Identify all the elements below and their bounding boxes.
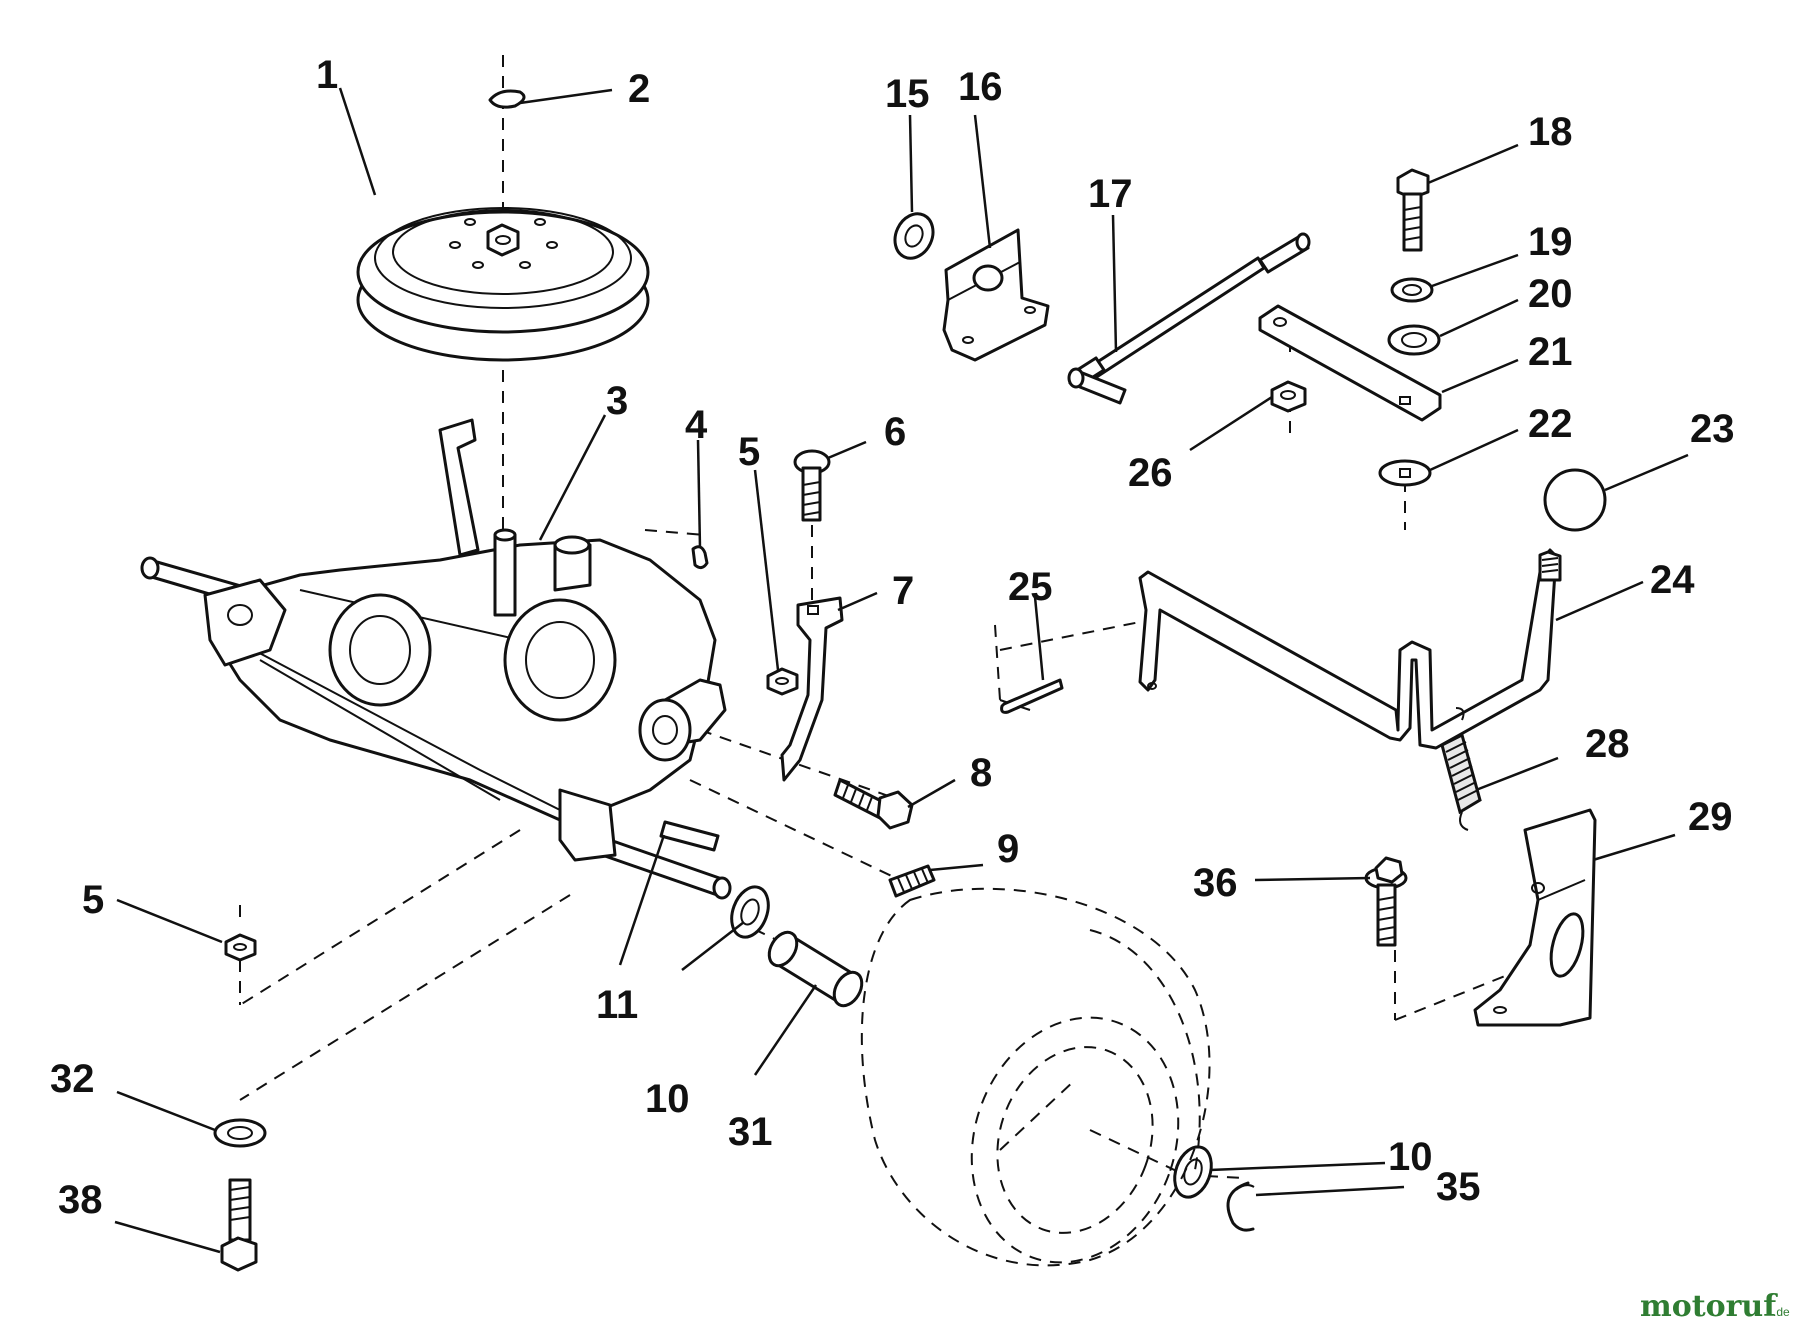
label-part-18: 18 — [1528, 110, 1573, 154]
spring-part — [1440, 707, 1482, 831]
control-rod-part — [1067, 232, 1311, 405]
spring-pin-part — [888, 864, 936, 898]
washer-part — [1390, 277, 1434, 303]
hex-screw-part — [1364, 856, 1408, 947]
label-part-36: 36 — [1193, 861, 1238, 905]
label-part-38: 38 — [58, 1178, 103, 1222]
assembly-guide-lines — [239, 55, 1521, 1179]
label-part-22: 22 — [1528, 402, 1573, 446]
label-part-25: 25 — [1008, 565, 1053, 609]
label-part-7: 7 — [892, 569, 914, 613]
label-part-5: 5 — [738, 430, 760, 474]
label-part-10: 10 — [645, 1077, 690, 1121]
hex-bolt-part — [833, 778, 914, 830]
axle-key-part — [659, 820, 720, 852]
part-labels: 1 2 3 4 5 6 7 8 9 10 11 31 15 16 17 18 1… — [50, 53, 1735, 1222]
label-part-4: 4 — [685, 403, 708, 447]
label-part-24: 24 — [1650, 558, 1695, 602]
watermark-brand: motoruf — [1640, 1289, 1778, 1324]
label-part-23: 23 — [1690, 407, 1735, 451]
label-part-1: 1 — [316, 53, 338, 97]
label-part-17: 17 — [1088, 172, 1133, 216]
label-part-35: 35 — [1436, 1165, 1481, 1209]
retaining-clip-part — [488, 89, 526, 109]
label-part-10b: 10 — [1388, 1135, 1433, 1179]
label-part-15: 15 — [885, 72, 930, 116]
link-plate-part — [1258, 304, 1442, 422]
label-part-5b: 5 — [82, 878, 104, 922]
carriage-bolt-part — [793, 449, 831, 522]
watermark-suffix: .de — [1773, 1305, 1790, 1319]
label-part-19: 19 — [1528, 220, 1573, 264]
leader-lines — [114, 87, 1689, 1254]
washer-part — [1378, 459, 1432, 487]
label-part-31: 31 — [728, 1110, 773, 1154]
washer-part — [730, 885, 770, 939]
washer-part — [1387, 324, 1441, 356]
label-part-20: 20 — [1528, 272, 1573, 316]
key-part — [691, 545, 709, 570]
label-part-21: 21 — [1528, 330, 1573, 374]
bracket-part — [942, 228, 1050, 362]
knob-part — [1543, 468, 1607, 532]
washer-part — [893, 212, 935, 260]
label-part-28: 28 — [1585, 722, 1630, 766]
hex-bolt-part — [1396, 168, 1430, 252]
label-part-29: 29 — [1688, 795, 1733, 839]
label-part-2: 2 — [628, 67, 650, 111]
bracket-part — [1473, 808, 1597, 1027]
watermark-logo: motoruf .de — [1640, 1289, 1790, 1324]
label-part-11: 11 — [596, 983, 638, 1027]
label-part-32: 32 — [50, 1057, 95, 1101]
label-part-8: 8 — [970, 751, 992, 795]
cotter-pin-part — [1000, 678, 1064, 714]
shift-lever-part — [1138, 548, 1562, 750]
pulley-part — [356, 207, 650, 362]
label-part-9: 9 — [997, 827, 1019, 871]
washer-part — [213, 1118, 267, 1148]
retaining-ring-part — [1226, 1181, 1255, 1232]
hex-bolt-part — [220, 1178, 258, 1272]
bracket-part — [780, 596, 844, 782]
nut-part — [1270, 380, 1307, 413]
spacer-part — [767, 930, 864, 1008]
nut-part — [224, 933, 257, 962]
label-part-3: 3 — [606, 379, 628, 423]
label-part-16: 16 — [958, 65, 1003, 109]
nut-part — [766, 667, 799, 696]
label-part-26: 26 — [1128, 451, 1173, 495]
wheel-outline — [860, 887, 1211, 1267]
label-part-6: 6 — [884, 410, 906, 454]
transaxle-part — [140, 418, 732, 900]
